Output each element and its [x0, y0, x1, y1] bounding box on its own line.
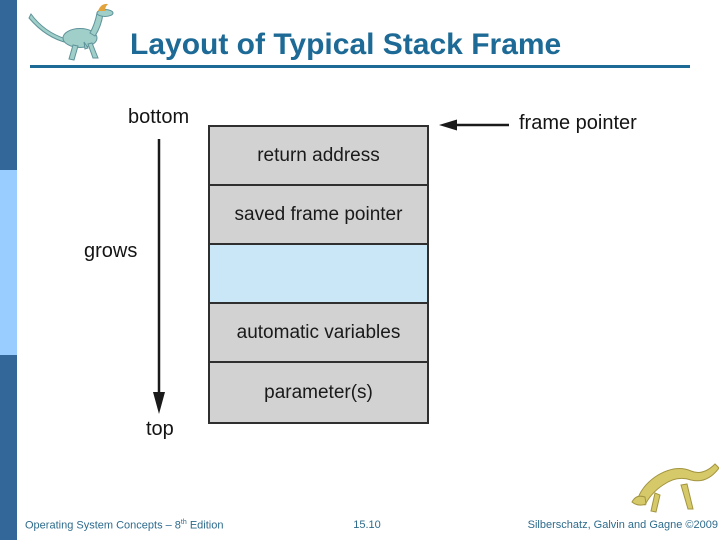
stack-row-saved-frame-pointer: saved frame pointer: [210, 186, 427, 245]
footer-book-title: Operating System Concepts – 8th Edition: [25, 519, 223, 532]
footer-book-title-prefix: Operating System Concepts – 8: [25, 519, 181, 532]
dinosaur-icon: [631, 463, 719, 513]
footer-edition-superscript: th: [180, 519, 187, 526]
accent-bar-bottom-segment: [0, 355, 17, 540]
stack-frame-table: return address saved frame pointer autom…: [208, 125, 429, 424]
page-title: Layout of Typical Stack Frame: [130, 28, 562, 61]
accent-bar-middle-segment: [0, 170, 17, 355]
stack-row-empty-highlight: [210, 245, 427, 304]
stack-row-return-address: return address: [210, 127, 427, 186]
accent-bar: [0, 0, 17, 540]
title-underline: [30, 65, 690, 68]
stack-row-parameters: parameter(s): [210, 363, 427, 422]
label-top: top: [146, 418, 174, 440]
stack-row-automatic-variables: automatic variables: [210, 304, 427, 363]
label-frame-pointer: frame pointer: [519, 112, 637, 134]
dinosaur-logo-icon: [28, 3, 114, 61]
footer-edition-suffix: Edition: [186, 519, 224, 532]
label-bottom: bottom: [128, 106, 190, 128]
frame-pointer-arrow-icon: [439, 119, 509, 131]
grows-arrow-icon: [153, 139, 165, 414]
footer-authors: Silberschatz, Galvin and Gagne ©2009: [527, 519, 718, 531]
footer: Operating System Concepts – 8th Edition …: [0, 518, 720, 540]
accent-bar-top-segment: [0, 0, 17, 170]
label-grows: grows: [84, 240, 138, 262]
slide-number: 15.10: [353, 519, 381, 531]
